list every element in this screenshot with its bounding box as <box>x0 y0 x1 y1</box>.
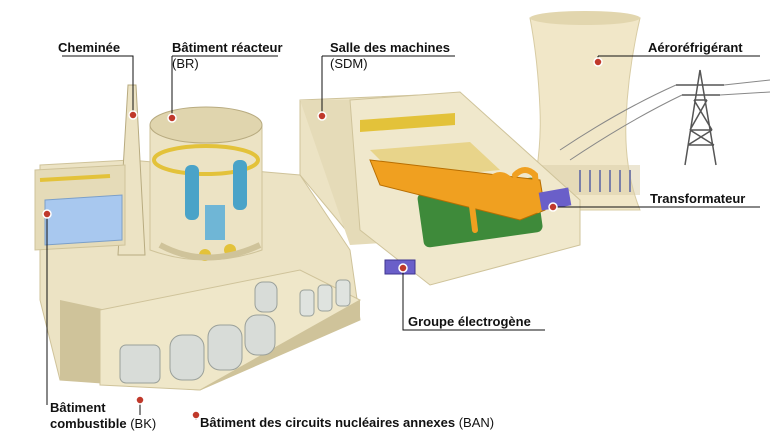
label-chimney: Cheminée <box>58 40 120 56</box>
label-cooling-tower: Aéroréfrigérant <box>648 40 743 56</box>
label-turbine-hall-title: Salle des machines <box>330 40 450 55</box>
fuel-building <box>35 165 125 250</box>
label-auxiliary-building-title: Bâtiment des circuits nucléaires annexes <box>200 415 455 430</box>
label-fuel-building-line2: combustible <box>50 416 127 431</box>
label-generator: Groupe électrogène <box>408 314 531 330</box>
label-transformer-title: Transformateur <box>650 191 745 206</box>
label-chimney-title: Cheminée <box>58 40 120 55</box>
label-fuel-building-code: (BK) <box>130 416 156 431</box>
reactor-building <box>150 107 262 261</box>
label-fuel-building-line1: Bâtiment <box>50 400 106 415</box>
label-auxiliary-building: Bâtiment des circuits nucléaires annexes… <box>200 415 494 431</box>
label-reactor: Bâtiment réacteur (BR) <box>172 40 283 72</box>
label-turbine-hall-code: (SDM) <box>330 56 368 71</box>
label-generator-title: Groupe électrogène <box>408 314 531 329</box>
label-turbine-hall: Salle des machines (SDM) <box>330 40 450 72</box>
label-transformer: Transformateur <box>650 191 745 207</box>
label-reactor-code: (BR) <box>172 56 199 71</box>
label-auxiliary-building-code: (BAN) <box>459 415 494 430</box>
label-reactor-title: Bâtiment réacteur <box>172 40 283 55</box>
label-fuel-building: Bâtiment combustible (BK) <box>50 400 156 432</box>
label-cooling-tower-title: Aéroréfrigérant <box>648 40 743 55</box>
